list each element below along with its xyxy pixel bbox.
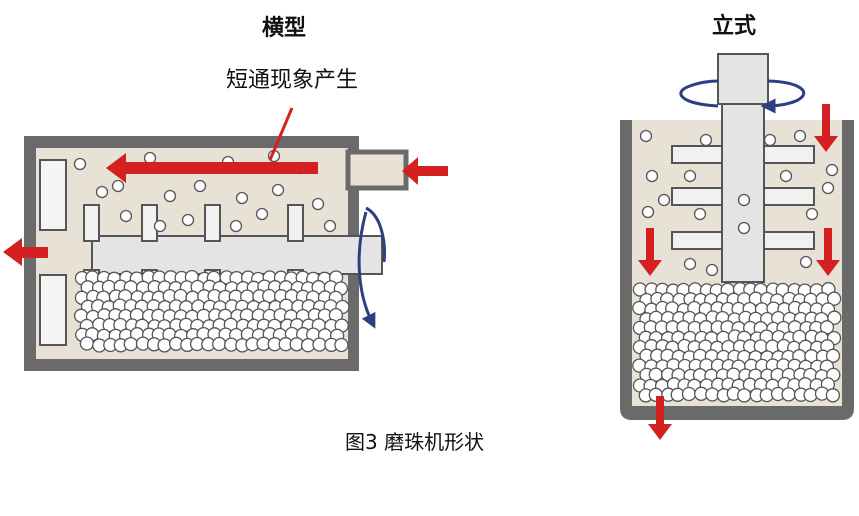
bead	[181, 213, 195, 227]
horizontal-inlet-pipe	[345, 149, 409, 191]
bead	[737, 388, 752, 403]
vertical-flow-arrow-right	[816, 228, 840, 276]
bead	[632, 300, 647, 316]
bead	[657, 193, 671, 207]
agitator-arm	[763, 145, 815, 164]
agitator-arm	[763, 187, 815, 206]
rotation-arrow-vertical	[679, 79, 719, 108]
rotation-arrow-vertical-front	[760, 79, 806, 114]
rotation-arrow-horizontal-back	[365, 206, 386, 263]
short-circuit-callout-line	[268, 107, 294, 161]
bead	[693, 207, 707, 221]
bead	[683, 257, 697, 271]
vertical-shaft-top	[717, 53, 769, 105]
bead	[779, 169, 793, 183]
bead	[312, 337, 327, 352]
bead	[641, 205, 655, 219]
bead	[645, 169, 659, 183]
bead	[212, 336, 227, 352]
bead	[95, 185, 109, 199]
agitator-arm	[763, 231, 815, 250]
agitator-arm	[671, 231, 723, 250]
bead	[153, 219, 167, 233]
bead	[163, 189, 177, 203]
outlet-flow-arrow	[3, 238, 48, 266]
bead	[157, 338, 172, 353]
bead	[639, 129, 653, 143]
bead	[805, 207, 819, 221]
shaft-pin	[204, 204, 221, 242]
outlet-screen-upper	[39, 159, 67, 231]
bead	[119, 209, 133, 223]
bead	[826, 291, 842, 306]
bead-bed-horizontal	[73, 269, 350, 353]
bead	[699, 133, 713, 147]
bead	[235, 191, 249, 205]
bead	[821, 181, 835, 195]
bead	[705, 263, 719, 277]
bead	[681, 386, 697, 402]
bead	[193, 179, 207, 193]
bead	[111, 179, 125, 193]
bead	[229, 219, 243, 233]
bead	[79, 336, 95, 351]
inlet-flow-arrow	[402, 157, 448, 185]
bead-bed-vertical	[632, 281, 842, 403]
horizontal-title: 横型	[262, 16, 307, 41]
agitator-arm	[671, 145, 723, 164]
bead	[311, 197, 325, 211]
bead	[255, 207, 269, 221]
bead	[781, 387, 796, 402]
short-circuit-label: 短通现象产生	[226, 68, 359, 93]
bead	[825, 163, 839, 177]
vertical-outlet-arrow	[648, 396, 672, 440]
bead	[825, 388, 841, 403]
shaft-pin	[83, 204, 100, 242]
short-circuit-flow-arrow	[106, 153, 318, 183]
bead	[799, 255, 813, 269]
rotation-arrow-horizontal	[357, 211, 376, 329]
bead	[737, 221, 751, 235]
bead	[334, 337, 349, 353]
vertical-mill	[620, 53, 854, 440]
figure-caption: 图3 磨珠机形状	[345, 430, 485, 454]
bead	[683, 169, 697, 183]
vertical-title: 立式	[712, 14, 757, 39]
shaft-pin	[287, 204, 304, 242]
bead	[825, 348, 841, 363]
agitator-arm	[671, 187, 723, 206]
bead	[763, 133, 777, 147]
outlet-screen-lower	[39, 274, 67, 346]
bead	[827, 310, 842, 325]
bead	[323, 219, 337, 233]
bead	[143, 151, 157, 165]
bead	[271, 183, 285, 197]
bead	[737, 193, 751, 207]
horizontal-shaft	[91, 235, 383, 275]
vertical-inlet-arrow	[814, 104, 838, 152]
vertical-flow-arrow-left	[638, 228, 662, 276]
bead-scatter-vertical	[639, 129, 839, 277]
bead	[123, 336, 138, 352]
bead	[793, 129, 807, 143]
bead	[73, 157, 87, 171]
vertical-shaft	[721, 103, 765, 283]
bead-scatter-horizontal	[73, 149, 337, 233]
horizontal-mill	[3, 107, 448, 371]
